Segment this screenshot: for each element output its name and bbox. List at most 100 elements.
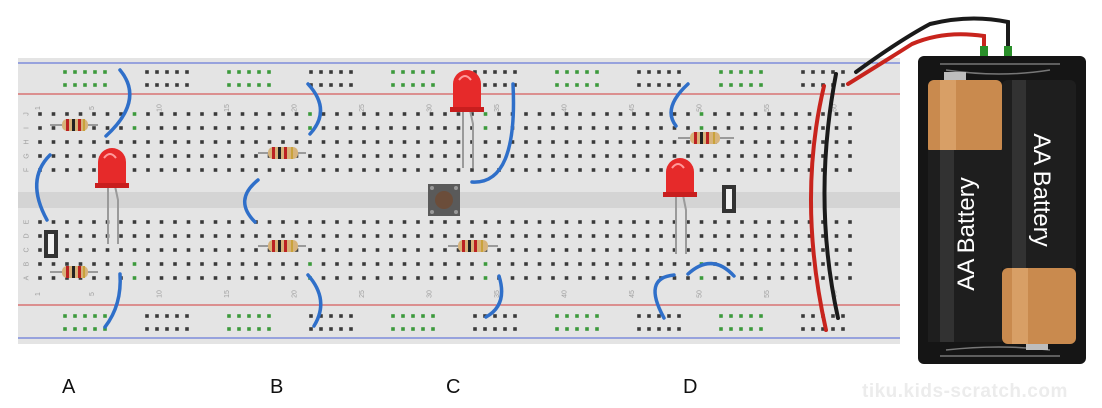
breadboard-hole	[513, 83, 517, 87]
breadboard-hole	[159, 262, 164, 266]
breadboard-hole	[657, 83, 661, 87]
breadboard-hole	[73, 70, 77, 74]
breadboard-hole	[551, 234, 555, 238]
breadboard-hole	[443, 248, 447, 252]
breadboard-hole	[175, 83, 179, 87]
breadboard-hole	[524, 140, 528, 144]
resistor-a2	[50, 266, 98, 278]
breadboard-hole	[551, 220, 555, 224]
breadboard-hole	[456, 220, 461, 224]
breadboard-hole	[483, 220, 488, 224]
breadboard-hole	[200, 262, 204, 266]
breadboard-hole	[173, 154, 177, 158]
breadboard-hole	[267, 234, 272, 238]
breadboard-hole	[497, 112, 501, 116]
breadboard-hole	[159, 234, 164, 238]
breadboard-hole	[146, 276, 150, 280]
wire-blue-b2	[243, 178, 260, 224]
breadboard-hole	[281, 220, 285, 224]
breadboard-hole	[456, 248, 461, 252]
breadboard-hole	[132, 168, 137, 172]
breadboard-hole	[391, 83, 395, 87]
breadboard-hole	[537, 276, 542, 280]
breadboard-hole	[780, 168, 785, 172]
breadboard-hole	[848, 154, 852, 158]
breadboard-hole	[578, 168, 582, 172]
breadboard-hole	[513, 70, 517, 74]
breadboard-hole	[551, 126, 555, 130]
breadboard-hole	[103, 327, 107, 331]
breadboard-hole	[429, 276, 434, 280]
breadboard-hole	[524, 262, 528, 266]
breadboard-hole	[362, 234, 366, 238]
breadboard-hole	[510, 154, 515, 158]
column-number: 55	[764, 290, 771, 298]
breadboard-hole	[83, 70, 87, 74]
breadboard-hole	[645, 126, 650, 130]
breadboard-hole	[254, 276, 258, 280]
breadboard-hole	[105, 112, 110, 116]
breadboard-hole	[605, 248, 609, 252]
breadboard-hole	[348, 262, 353, 266]
breadboard-hole	[92, 154, 96, 158]
breadboard-hole	[375, 154, 380, 158]
column-number: 40	[562, 290, 569, 298]
breadboard-hole	[240, 276, 245, 280]
breadboard-hole	[416, 276, 420, 280]
breadboard-hole	[321, 126, 326, 130]
breadboard-hole	[686, 262, 690, 266]
breadboard-hole	[753, 220, 758, 224]
breadboard-hole	[632, 168, 636, 172]
breadboard-hole	[93, 314, 97, 318]
circuit-label-d: D	[683, 376, 698, 398]
breadboard-hole	[294, 234, 299, 238]
breadboard-hole	[841, 314, 845, 318]
breadboard-hole	[227, 234, 231, 238]
breadboard-hole	[78, 112, 83, 116]
breadboard-hole	[807, 112, 812, 116]
breadboard-hole	[362, 154, 366, 158]
breadboard-hole	[841, 327, 845, 331]
breadboard-hole	[595, 70, 599, 74]
breadboard-hole	[537, 262, 542, 266]
breadboard-hole	[726, 220, 731, 224]
breadboard-hole	[564, 140, 569, 144]
breadboard-hole	[173, 168, 177, 172]
breadboard-hole	[713, 154, 717, 158]
breadboard-hole	[591, 276, 596, 280]
breadboard-hole	[421, 327, 425, 331]
breadboard-hole	[749, 83, 753, 87]
breadboard-hole	[564, 154, 569, 158]
breadboard-hole	[510, 276, 515, 280]
breadboard-hole	[740, 248, 744, 252]
breadboard-hole	[65, 262, 69, 266]
breadboard-hole	[51, 220, 56, 224]
breadboard-hole	[105, 262, 110, 266]
breadboard-hole	[173, 234, 177, 238]
breadboard-hole	[186, 154, 191, 158]
breadboard-hole	[105, 126, 110, 130]
breadboard-hole	[429, 262, 434, 266]
breadboard-hole	[456, 140, 461, 144]
breadboard-hole	[585, 314, 589, 318]
breadboard-hole	[389, 276, 393, 280]
breadboard-hole	[200, 248, 204, 252]
breadboard-hole	[186, 234, 191, 238]
breadboard-hole	[753, 140, 758, 144]
breadboard-hole	[713, 234, 717, 238]
breadboard-hole	[254, 262, 258, 266]
breadboard-hole	[335, 234, 339, 238]
row-letter: F	[24, 168, 31, 172]
breadboard-hole	[362, 168, 366, 172]
breadboard-hole	[497, 126, 501, 130]
breadboard-hole	[146, 248, 150, 252]
breadboard-hole	[657, 314, 661, 318]
breadboard-hole	[92, 168, 96, 172]
breadboard-hole	[537, 154, 542, 158]
breadboard-hole	[595, 327, 599, 331]
breadboard-hole	[159, 248, 164, 252]
breadboard-hole	[186, 276, 191, 280]
breadboard-hole	[146, 126, 150, 130]
breadboard-hole	[443, 276, 447, 280]
breadboard-hole	[483, 140, 488, 144]
